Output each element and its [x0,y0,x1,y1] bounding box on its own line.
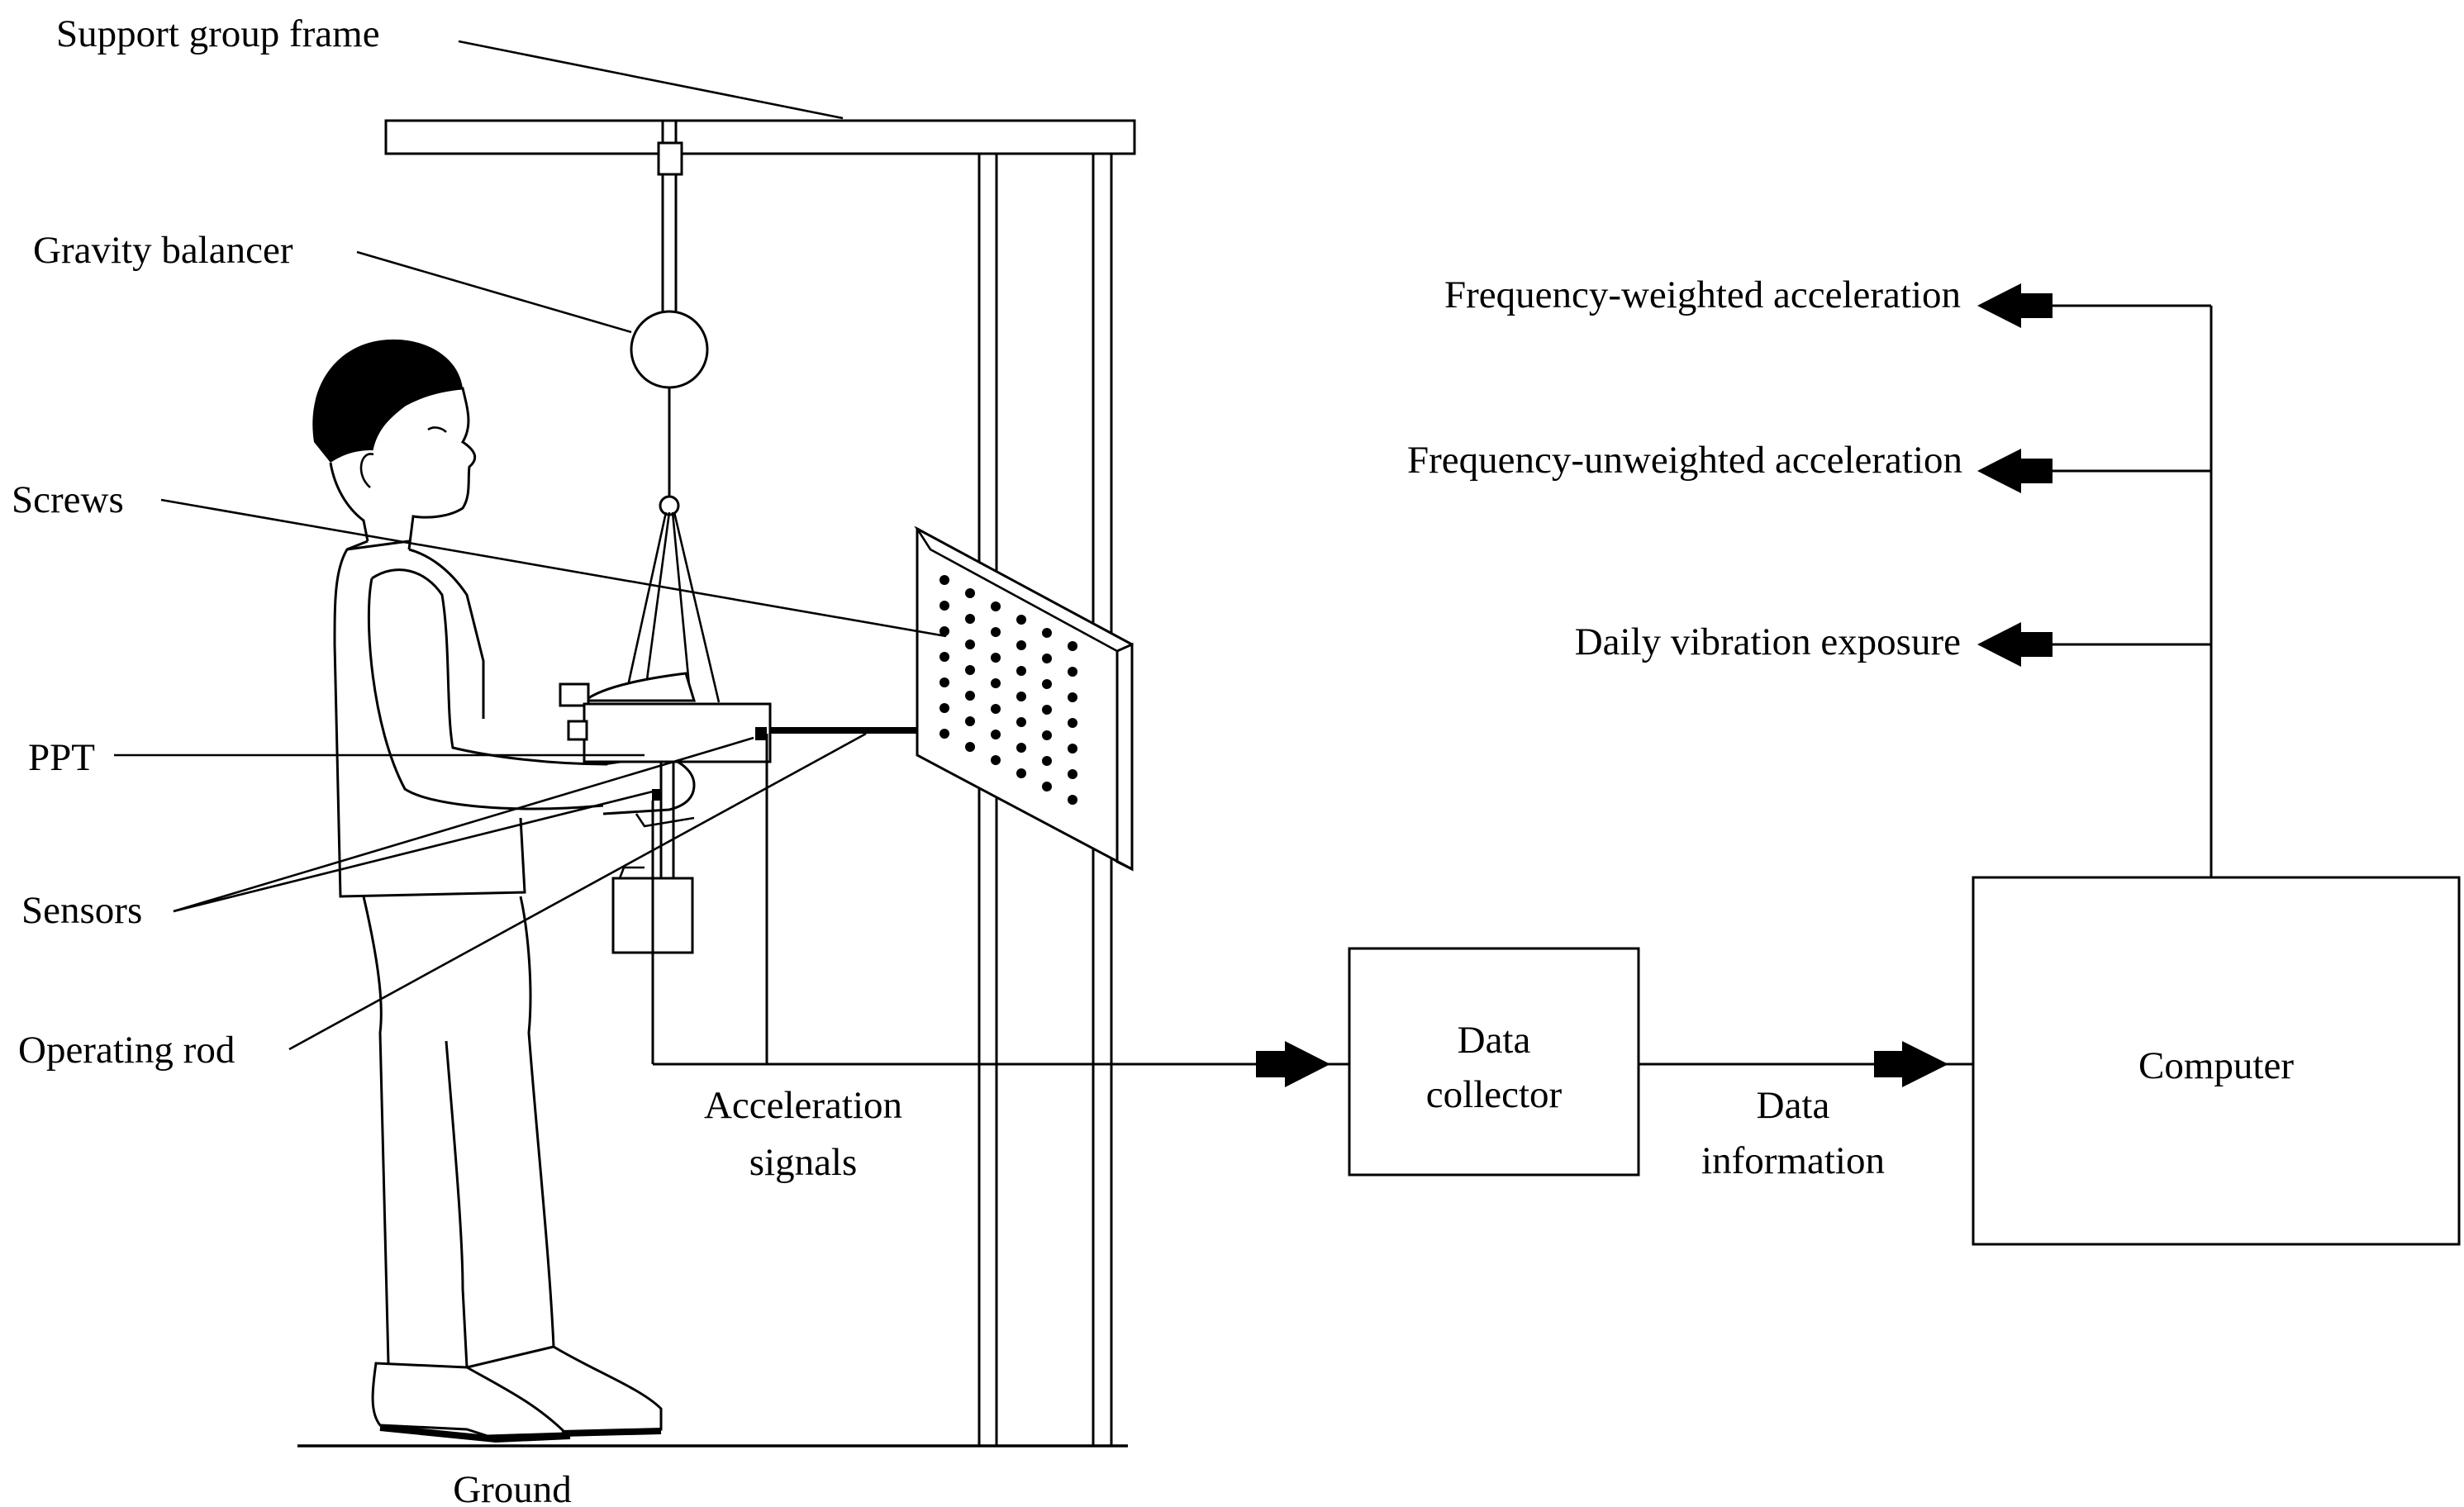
screw-hole [965,665,975,675]
screw-hole [1042,705,1052,715]
screw-hole [1042,654,1052,663]
screw-hole [991,678,1001,688]
computer-box [1972,876,2461,1246]
screw-hole [939,652,949,662]
screw-hole [1042,782,1052,792]
output-weighted-label: Frequency-weighted acceleration [1444,273,1961,316]
screw-hole [939,575,949,585]
screw-plate [914,525,1134,872]
screw-hole [991,730,1001,739]
screw-hole [1068,692,1077,702]
computer-label: Computer [2138,1044,2294,1087]
data-collector-box [1348,947,1640,1177]
screw-hole [1068,718,1077,728]
screw-hole [1068,795,1077,805]
screw-hole [1042,730,1052,740]
screw-hole [1016,615,1026,625]
output-unweighted-label: Frequency-unweighted acceleration [1407,439,1962,482]
screw-hole [1068,641,1077,651]
screw-holes [939,575,1077,805]
collector-to-computer [1639,1041,1973,1087]
screw-hole [965,614,975,624]
screw-hole [1042,628,1052,638]
collector-label-line1: Data [1458,1019,1531,1062]
output-daily-label: Daily vibration exposure [1575,620,1961,663]
arrow-to-computer-icon [1874,1041,1948,1087]
screw-hole [1042,679,1052,689]
screw-hole [965,742,975,752]
acceleration-label-line2: signals [749,1141,858,1184]
screw-hole [939,703,949,713]
screw-hole [1042,756,1052,766]
output-arrow-unweighted-icon [1977,449,2053,493]
gravity-balancer [626,121,721,703]
screw-hole [965,588,975,598]
acceleration-label-line1: Acceleration [704,1084,902,1127]
gravity-balancer-label: Gravity balancer [33,229,293,272]
screw-hole [939,729,949,739]
ground-label: Ground [453,1468,572,1507]
screw-hole [1016,640,1026,650]
screw-hole [939,677,949,687]
data-info-label-line2: information [1701,1139,1885,1182]
screws-label: Screws [12,478,124,521]
output-connectors [1977,283,2213,877]
screw-hole [1068,744,1077,754]
screw-hole [991,704,1001,714]
arrow-to-collector-icon [1256,1041,1330,1087]
support-frame-label: Support group frame [56,12,380,55]
screw-hole [965,639,975,649]
screw-hole [939,601,949,611]
screw-hole [1016,666,1026,676]
sensors-label: Sensors [21,889,142,932]
screw-hole [1016,768,1026,778]
operating-rod-label: Operating rod [18,1029,235,1072]
screw-hole [1016,717,1026,727]
screw-hole [1016,692,1026,701]
screw-hole [991,755,1001,765]
data-info-label-line1: Data [1757,1084,1830,1127]
screw-hole [991,627,1001,637]
screw-hole [1068,667,1077,677]
output-arrow-weighted-icon [1977,283,2053,328]
support-frame [384,119,1136,1446]
screw-hole [965,716,975,726]
screw-hole [1068,769,1077,779]
screw-hole [939,626,949,636]
ppt-label: PPT [28,736,95,779]
screw-hole [991,653,1001,663]
screw-hole [991,601,1001,611]
output-arrow-daily-icon [1977,622,2053,667]
ppt-tool [559,672,919,954]
screw-hole [1016,743,1026,753]
screw-hole [965,691,975,701]
collector-label-line2: collector [1426,1073,1563,1116]
